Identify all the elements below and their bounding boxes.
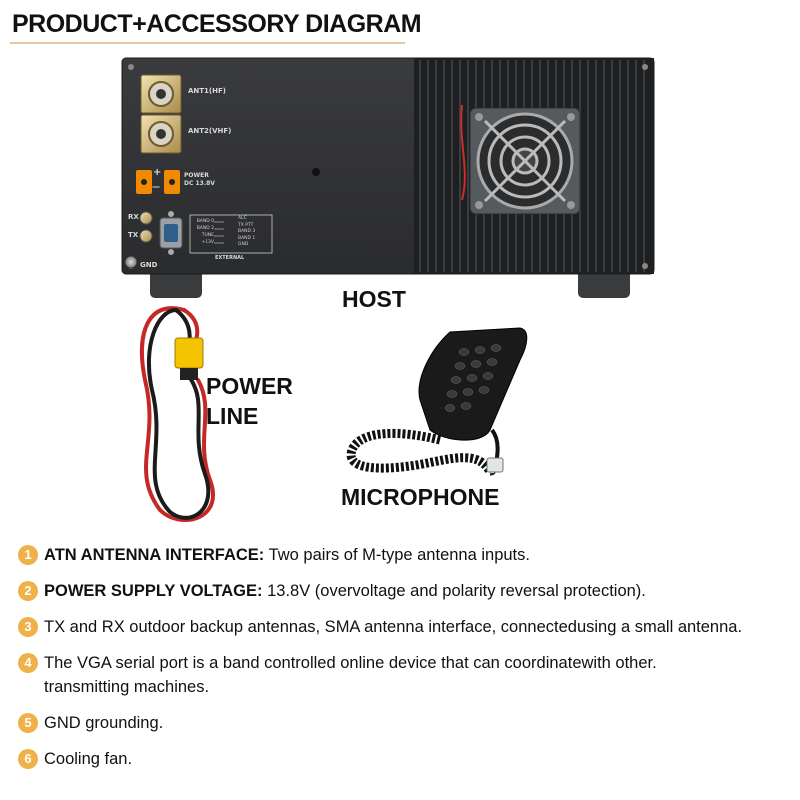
gnd-terminal-icon (124, 255, 138, 269)
power-line-label-1: POWER (206, 373, 293, 399)
tx-label: TX (128, 231, 139, 239)
external-pin-left-list: BAND 0 BAND 2 TUNE +13V (192, 218, 214, 246)
list-item: 2 POWER SUPPLY VOLTAGE: 13.8V (overvolta… (18, 579, 793, 603)
host-label: HOST (342, 286, 406, 312)
pin-label: TUNE (201, 233, 214, 238)
feature-heading: POWER SUPPLY VOLTAGE: (44, 582, 263, 600)
feature-text: Cooling fan. (44, 750, 133, 768)
ant1-connector-icon (140, 74, 182, 114)
number-badge: 1 (18, 545, 38, 565)
external-label: EXTERNAL (215, 255, 245, 261)
list-item: 4 The VGA serial port is a band controll… (18, 651, 793, 699)
external-pin-right-list: ALC TX PTT BAND 3 BAND 1 GND (238, 216, 272, 249)
pin-label: +13V (201, 240, 214, 245)
ant1-label: ANT1(HF) (188, 87, 226, 95)
power-connector-icon (136, 170, 180, 194)
pin-label: BAND 0 (196, 219, 214, 224)
power-line-label-2: LINE (206, 403, 259, 429)
pin-label: BAND 1 (238, 235, 256, 241)
vga-port-icon (159, 211, 183, 255)
pin-label: BAND 3 (238, 229, 256, 234)
xt60-plug-icon (174, 337, 204, 369)
feature-heading: ATN ANTENNA INTERFACE: (44, 546, 265, 564)
list-item: 5 GND grounding. (18, 711, 793, 735)
pin-label: GND (238, 242, 249, 247)
rj45-plug-icon (486, 457, 504, 473)
power-minus-label: — (152, 182, 160, 191)
title-underline (10, 42, 405, 44)
feature-list: 1 ATN ANTENNA INTERFACE: Two pairs of M-… (18, 543, 793, 771)
number-badge: 4 (18, 653, 38, 673)
pin-label: TX PTT (238, 222, 254, 228)
number-badge: 5 (18, 713, 38, 733)
feature-text: Two pairs of M-type antenna inputs. (264, 546, 530, 564)
number-badge: 6 (18, 749, 38, 769)
feature-text: The VGA serial port is a band controlled… (44, 654, 657, 696)
host-foot-left (150, 268, 202, 298)
rx-label: RX (128, 213, 139, 221)
list-item: 1 ATN ANTENNA INTERFACE: Two pairs of M-… (18, 543, 793, 567)
page-title: PRODUCT+ACCESSORY DIAGRAM (12, 10, 422, 38)
rx-sma-icon (139, 211, 153, 225)
gnd-label: GND (140, 261, 158, 269)
tx-sma-icon (139, 229, 153, 243)
microphone-icon (346, 327, 528, 476)
microphone-label: MICROPHONE (341, 484, 500, 510)
power-plus-label: + (153, 167, 162, 178)
number-badge: 3 (18, 617, 38, 637)
feature-text: TX and RX outdoor backup antennas, SMA a… (44, 618, 743, 636)
ant2-connector-icon (140, 114, 182, 154)
list-item: 6 Cooling fan. (18, 747, 793, 771)
pin-label: ALC (238, 216, 247, 221)
list-item: 3 TX and RX outdoor backup antennas, SMA… (18, 615, 793, 639)
cooling-fan-icon (469, 107, 581, 215)
number-badge: 2 (18, 581, 38, 601)
host-foot-right (578, 268, 630, 298)
feature-text: GND grounding. (44, 714, 164, 732)
pin-label: BAND 2 (196, 226, 214, 231)
ant2-label: ANT2(VHF) (188, 127, 232, 135)
power-label: POWER (184, 172, 209, 179)
dc-voltage-label: DC 13.8V (184, 180, 215, 187)
feature-text: 13.8V (overvoltage and polarity reversal… (262, 582, 646, 600)
external-pin-box (189, 214, 273, 254)
